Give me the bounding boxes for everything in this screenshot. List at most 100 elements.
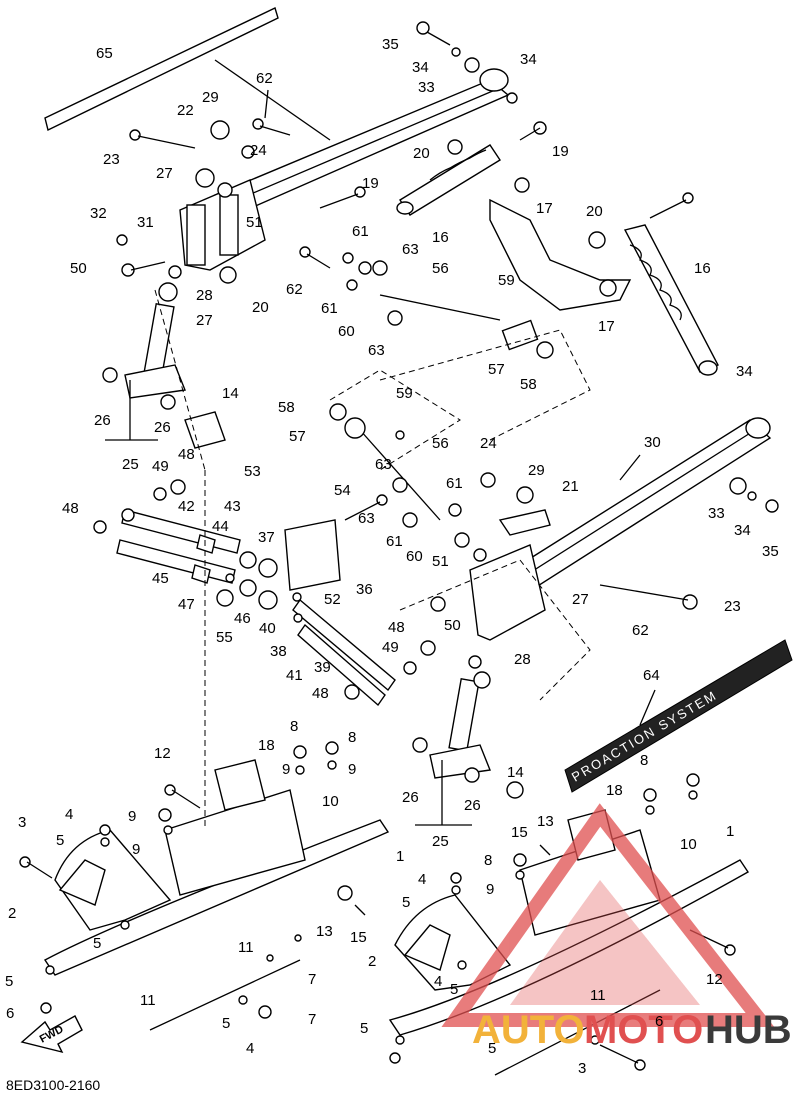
decal-strip-65 — [44, 7, 279, 132]
callout: 20 — [413, 145, 430, 162]
callout: 33 — [708, 505, 725, 522]
callout: 21 — [562, 478, 579, 495]
torque-link-bracket — [489, 198, 632, 311]
callout: 56 — [432, 435, 449, 452]
callout: 43 — [224, 498, 241, 515]
callout: 18 — [258, 737, 275, 754]
callout: 63 — [375, 456, 392, 473]
callout: 24 — [480, 435, 497, 452]
watermark-hub: HUB — [705, 1008, 792, 1052]
collar-14 — [184, 411, 226, 449]
spindle-lower — [429, 677, 491, 779]
callout: 25 — [432, 833, 449, 850]
callout: 51 — [246, 214, 263, 231]
callout: 35 — [382, 36, 399, 53]
callout: 8 — [640, 752, 648, 769]
callout: 65 — [96, 45, 113, 62]
callout: 8 — [348, 729, 356, 746]
callout: 50 — [70, 260, 87, 277]
rod-36 — [292, 598, 396, 692]
callout: 1 — [726, 823, 734, 840]
callout: 5 — [488, 1040, 496, 1057]
callout: 63 — [402, 241, 419, 258]
callout: 16 — [694, 260, 711, 277]
callout: 11 — [590, 987, 606, 1004]
callout: 55 — [216, 629, 233, 646]
callout: 42 — [178, 498, 195, 515]
callout: 24 — [250, 142, 267, 159]
callout: 25 — [122, 456, 139, 473]
callout: 2 — [8, 905, 16, 922]
callout: 18 — [606, 782, 623, 799]
leader-lines — [105, 59, 656, 830]
callout: 20 — [586, 203, 603, 220]
callout: 6 — [655, 1013, 663, 1030]
callout: 19 — [552, 143, 569, 160]
callout: 61 — [386, 533, 403, 550]
callout: 61 — [446, 475, 463, 492]
callout: 59 — [498, 272, 515, 289]
callout: 48 — [178, 446, 195, 463]
callout: 27 — [156, 165, 173, 182]
shock-absorber-right — [623, 224, 719, 376]
callout: 19 — [362, 175, 379, 192]
callout: 41 — [286, 667, 303, 684]
callout: 9 — [128, 808, 136, 825]
bracket-21 — [498, 509, 551, 536]
callout: 60 — [338, 323, 355, 340]
callout: 9 — [486, 881, 494, 898]
callout: 58 — [278, 399, 295, 416]
callout: 5 — [93, 935, 101, 952]
callout: 61 — [352, 223, 369, 240]
callout: 34 — [520, 51, 537, 68]
ski-left — [43, 789, 390, 1031]
callout: 27 — [196, 312, 213, 329]
callout: 17 — [536, 200, 553, 217]
callout: 5 — [402, 894, 410, 911]
decal-64 — [564, 639, 793, 793]
callout: 5 — [360, 1020, 368, 1037]
decal-text: PROACTION SYSTEM — [569, 687, 720, 784]
callout: 63 — [358, 510, 375, 527]
callout: 13 — [316, 923, 333, 940]
connecting-rod-lower — [359, 429, 441, 521]
callout: 63 — [368, 342, 385, 359]
watermark-moto: MOTO — [584, 1008, 703, 1052]
callout: 4 — [418, 871, 426, 888]
callout: 12 — [706, 971, 723, 988]
front-bracket-upper — [179, 179, 266, 271]
connecting-rod-upper — [379, 294, 539, 351]
callout: 31 — [137, 214, 154, 231]
callout: 30 — [644, 434, 661, 451]
callout: 50 — [444, 617, 461, 634]
callout: 37 — [258, 529, 275, 546]
callout-labels: 65 35 34 33 34 62 29 22 23 24 27 20 19 1… — [5, 36, 779, 1077]
callout: 38 — [270, 643, 287, 660]
callout: 34 — [734, 522, 751, 539]
callout: 64 — [643, 667, 660, 684]
callout: 4 — [434, 973, 442, 990]
callout: 14 — [507, 764, 524, 781]
callout: 26 — [154, 419, 171, 436]
callout: 62 — [256, 70, 273, 87]
callout: 57 — [488, 361, 505, 378]
callout: 8 — [484, 852, 492, 869]
callout: 23 — [724, 598, 741, 615]
callout: 35 — [762, 543, 779, 560]
callout: 36 — [356, 581, 373, 598]
callout: 10 — [680, 836, 697, 853]
callout: 3 — [578, 1060, 586, 1077]
callout: 61 — [321, 300, 338, 317]
callout: 62 — [286, 281, 303, 298]
watermark-logo — [441, 803, 775, 1027]
callout: 29 — [202, 89, 219, 106]
callout: 57 — [289, 428, 306, 445]
callout: 46 — [234, 610, 251, 627]
callout: 1 — [396, 848, 404, 865]
callout: 17 — [598, 318, 615, 335]
callout: 20 — [252, 299, 269, 316]
callout: 6 — [6, 1005, 14, 1022]
callout: 7 — [308, 971, 316, 988]
callout: 62 — [632, 622, 649, 639]
